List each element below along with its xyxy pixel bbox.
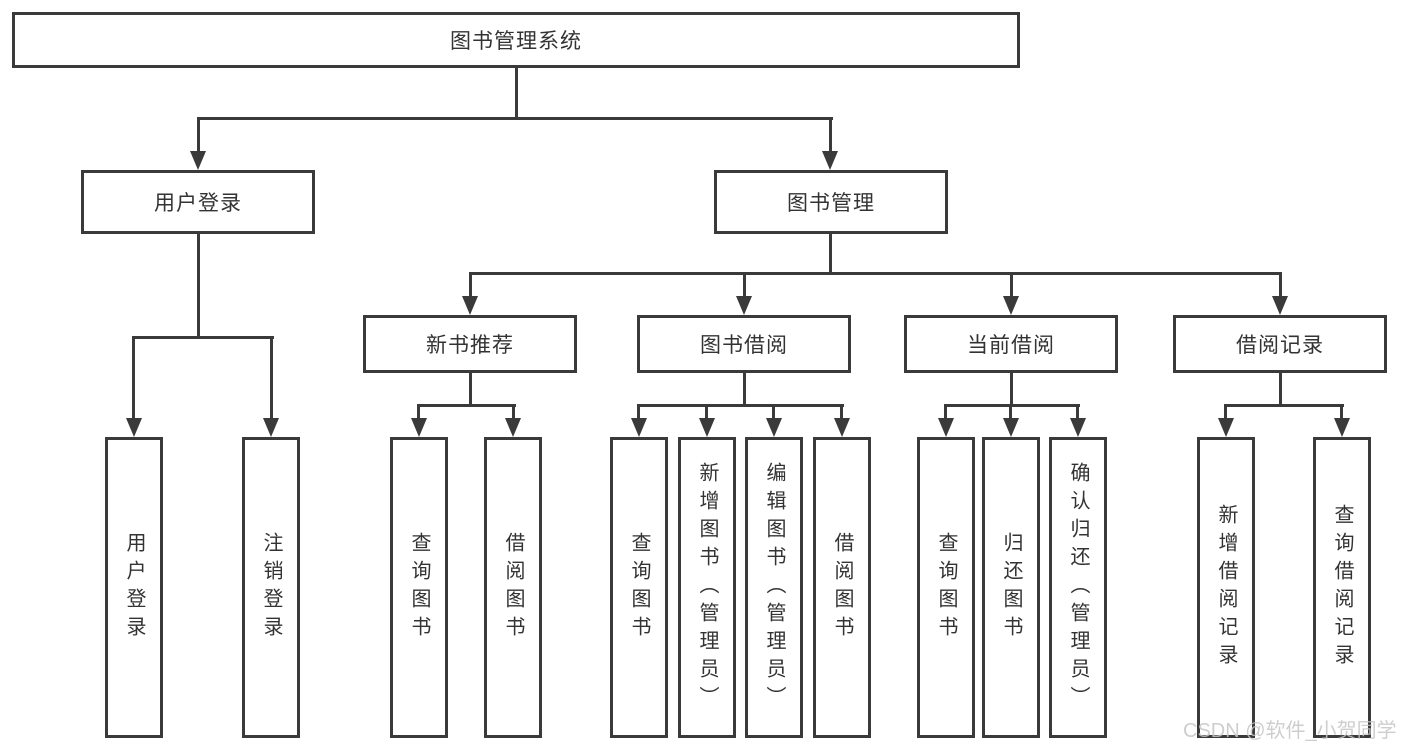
arrow-down-icon [834,418,850,437]
arrow-down-icon [263,418,279,437]
leaf-logout: 注销登录 [242,437,300,738]
leaf-user-login: 用户登录 [105,437,163,738]
node-label: 图书借阅 [700,334,788,357]
node-borrow-records: 借阅记录 [1173,315,1387,373]
connector-line [637,404,640,422]
connector-line [1010,272,1013,299]
connector-line [132,336,274,339]
connector-line [469,373,472,406]
connector-line [840,404,843,422]
leaf-query-books-current: 查询图书 [917,437,975,738]
node-root: 图书管理系统 [12,12,1020,68]
connector-line [469,272,472,299]
node-current-borrow: 当前借阅 [904,315,1118,373]
connector-line [829,234,832,274]
leaf-add-borrow-record: 新增借阅记录 [1197,437,1255,738]
leaf-query-books-borrow: 查询图书 [610,437,668,738]
leaf-label: 编辑图书（管理员） [763,461,785,714]
arrow-down-icon [1070,418,1086,437]
connector-line [705,404,708,422]
connector-line [469,272,1282,275]
node-label: 借阅记录 [1236,334,1324,357]
connector-line [1009,404,1012,422]
leaf-label: 查询图书 [628,531,650,644]
arrow-down-icon [1003,296,1019,315]
leaf-edit-book-admin: 编辑图书（管理员） [745,437,803,738]
connector-line [270,336,273,420]
leaf-label: 借阅图书 [831,531,853,644]
leaf-confirm-return-admin: 确认归还（管理员） [1049,437,1107,738]
leaf-label: 用户登录 [123,531,145,644]
node-book-borrow: 图书借阅 [637,315,851,373]
arrow-down-icon [766,418,782,437]
connector-line [743,272,746,299]
connector-line [515,68,518,119]
connector-line [944,404,1080,407]
node-label: 当前借阅 [967,334,1055,357]
arrow-down-icon [411,418,427,437]
watermark-text: CSDN @软件_小贺同学 [1183,720,1397,742]
connector-line [1279,272,1282,299]
arrow-down-icon [126,418,142,437]
arrow-down-icon [822,151,838,170]
arrow-down-icon [938,418,954,437]
node-label: 用户登录 [154,192,242,215]
leaf-label: 确认归还（管理员） [1067,461,1089,714]
connector-line [417,404,420,422]
arrow-down-icon [1272,296,1288,315]
connector-line [197,117,833,120]
node-book-management: 图书管理 [714,170,948,234]
leaf-label: 归还图书 [1000,531,1022,644]
arrow-down-icon [190,151,206,170]
connector-line [1010,373,1013,406]
connector-line [772,404,775,422]
node-new-book-recommend: 新书推荐 [363,315,577,373]
connector-line [1076,404,1079,422]
connector-line [637,404,844,407]
arrow-down-icon [699,418,715,437]
connector-line [1224,404,1344,407]
node-root-label: 图书管理系统 [450,30,582,53]
leaf-label: 新增借阅记录 [1215,503,1237,672]
connector-line [743,373,746,406]
connector-line [944,404,947,422]
connector-line [197,117,200,155]
connector-line [1224,404,1227,422]
leaf-query-borrow-record: 查询借阅记录 [1313,437,1371,738]
leaf-label: 查询图书 [408,531,430,644]
connector-line [417,404,516,407]
connector-line [1279,373,1282,406]
arrow-down-icon [1003,418,1019,437]
leaf-label: 查询借阅记录 [1331,503,1353,672]
leaf-label: 借阅图书 [502,531,524,644]
arrow-down-icon [505,418,521,437]
leaf-borrow-books-recommend: 借阅图书 [484,437,542,738]
node-user-login: 用户登录 [81,170,315,234]
arrow-down-icon [1218,418,1234,437]
leaf-add-book-admin: 新增图书（管理员） [678,437,736,738]
arrow-down-icon [1334,418,1350,437]
arrow-down-icon [462,296,478,315]
leaf-label: 查询图书 [935,531,957,644]
node-label: 图书管理 [787,192,875,215]
connector-line [132,336,135,420]
arrow-down-icon [631,418,647,437]
connector-line [1340,404,1343,422]
connector-line [512,404,515,422]
leaf-label: 新增图书（管理员） [696,461,718,714]
leaf-return-books: 归还图书 [982,437,1040,738]
arrow-down-icon [736,296,752,315]
node-label: 新书推荐 [426,334,514,357]
leaf-label: 注销登录 [260,531,282,644]
leaf-query-books-recommend: 查询图书 [390,437,448,738]
connector-line [829,117,832,155]
connector-line [197,234,200,338]
leaf-borrow-books: 借阅图书 [813,437,871,738]
